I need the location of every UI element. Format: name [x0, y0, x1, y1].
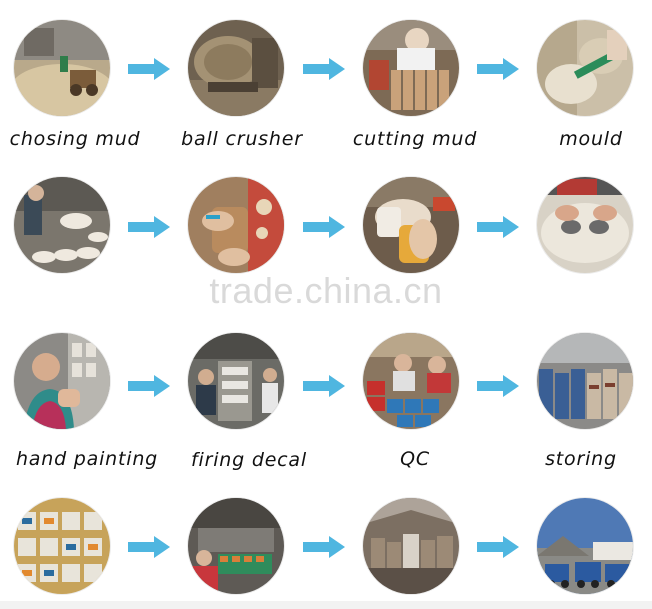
step-photo-forming: [14, 177, 110, 273]
step-photo-pressing: [537, 177, 633, 273]
step-photo-kiln-loading: [188, 498, 284, 594]
arrow-right-icon: [477, 216, 519, 238]
step-photo-ball-crusher: [188, 20, 284, 116]
step-photo-cutting-mud: [363, 20, 459, 116]
arrow-right-icon: [128, 216, 170, 238]
step-photo-packing: [14, 498, 110, 594]
step-label: ball crusher: [181, 128, 303, 150]
step-photo-shipping: [537, 498, 633, 594]
arrow-right-icon: [128, 375, 170, 397]
arrow-right-icon: [303, 536, 345, 558]
step-label: storing: [545, 448, 617, 470]
step-photo-mould: [537, 20, 633, 116]
step-photo-chosing-mud: [14, 20, 110, 116]
step-photo-warehouse: [363, 498, 459, 594]
step-label: hand painting: [15, 448, 159, 470]
watermark: trade.china.cn: [209, 270, 443, 311]
step-photo-firing-decal: [188, 333, 284, 429]
arrow-right-icon: [477, 58, 519, 80]
step-label: cutting mud: [352, 128, 478, 150]
step-photo-storing: [537, 333, 633, 429]
step-photo-qc: [363, 333, 459, 429]
arrow-right-icon: [477, 536, 519, 558]
step-photo-glazing: [363, 177, 459, 273]
step-label: mould: [559, 128, 623, 150]
step-label: QC: [400, 448, 430, 470]
arrow-right-icon: [128, 58, 170, 80]
step-label: chosing mud: [9, 128, 141, 150]
bottom-strip: [0, 601, 652, 609]
step-label: firing decal: [191, 449, 307, 471]
arrow-right-icon: [128, 536, 170, 558]
step-photo-trimming: [188, 177, 284, 273]
arrow-right-icon: [303, 58, 345, 80]
arrow-right-icon: [477, 375, 519, 397]
arrow-right-icon: [303, 375, 345, 397]
step-photo-hand-painting: [14, 333, 110, 429]
arrow-right-icon: [303, 216, 345, 238]
